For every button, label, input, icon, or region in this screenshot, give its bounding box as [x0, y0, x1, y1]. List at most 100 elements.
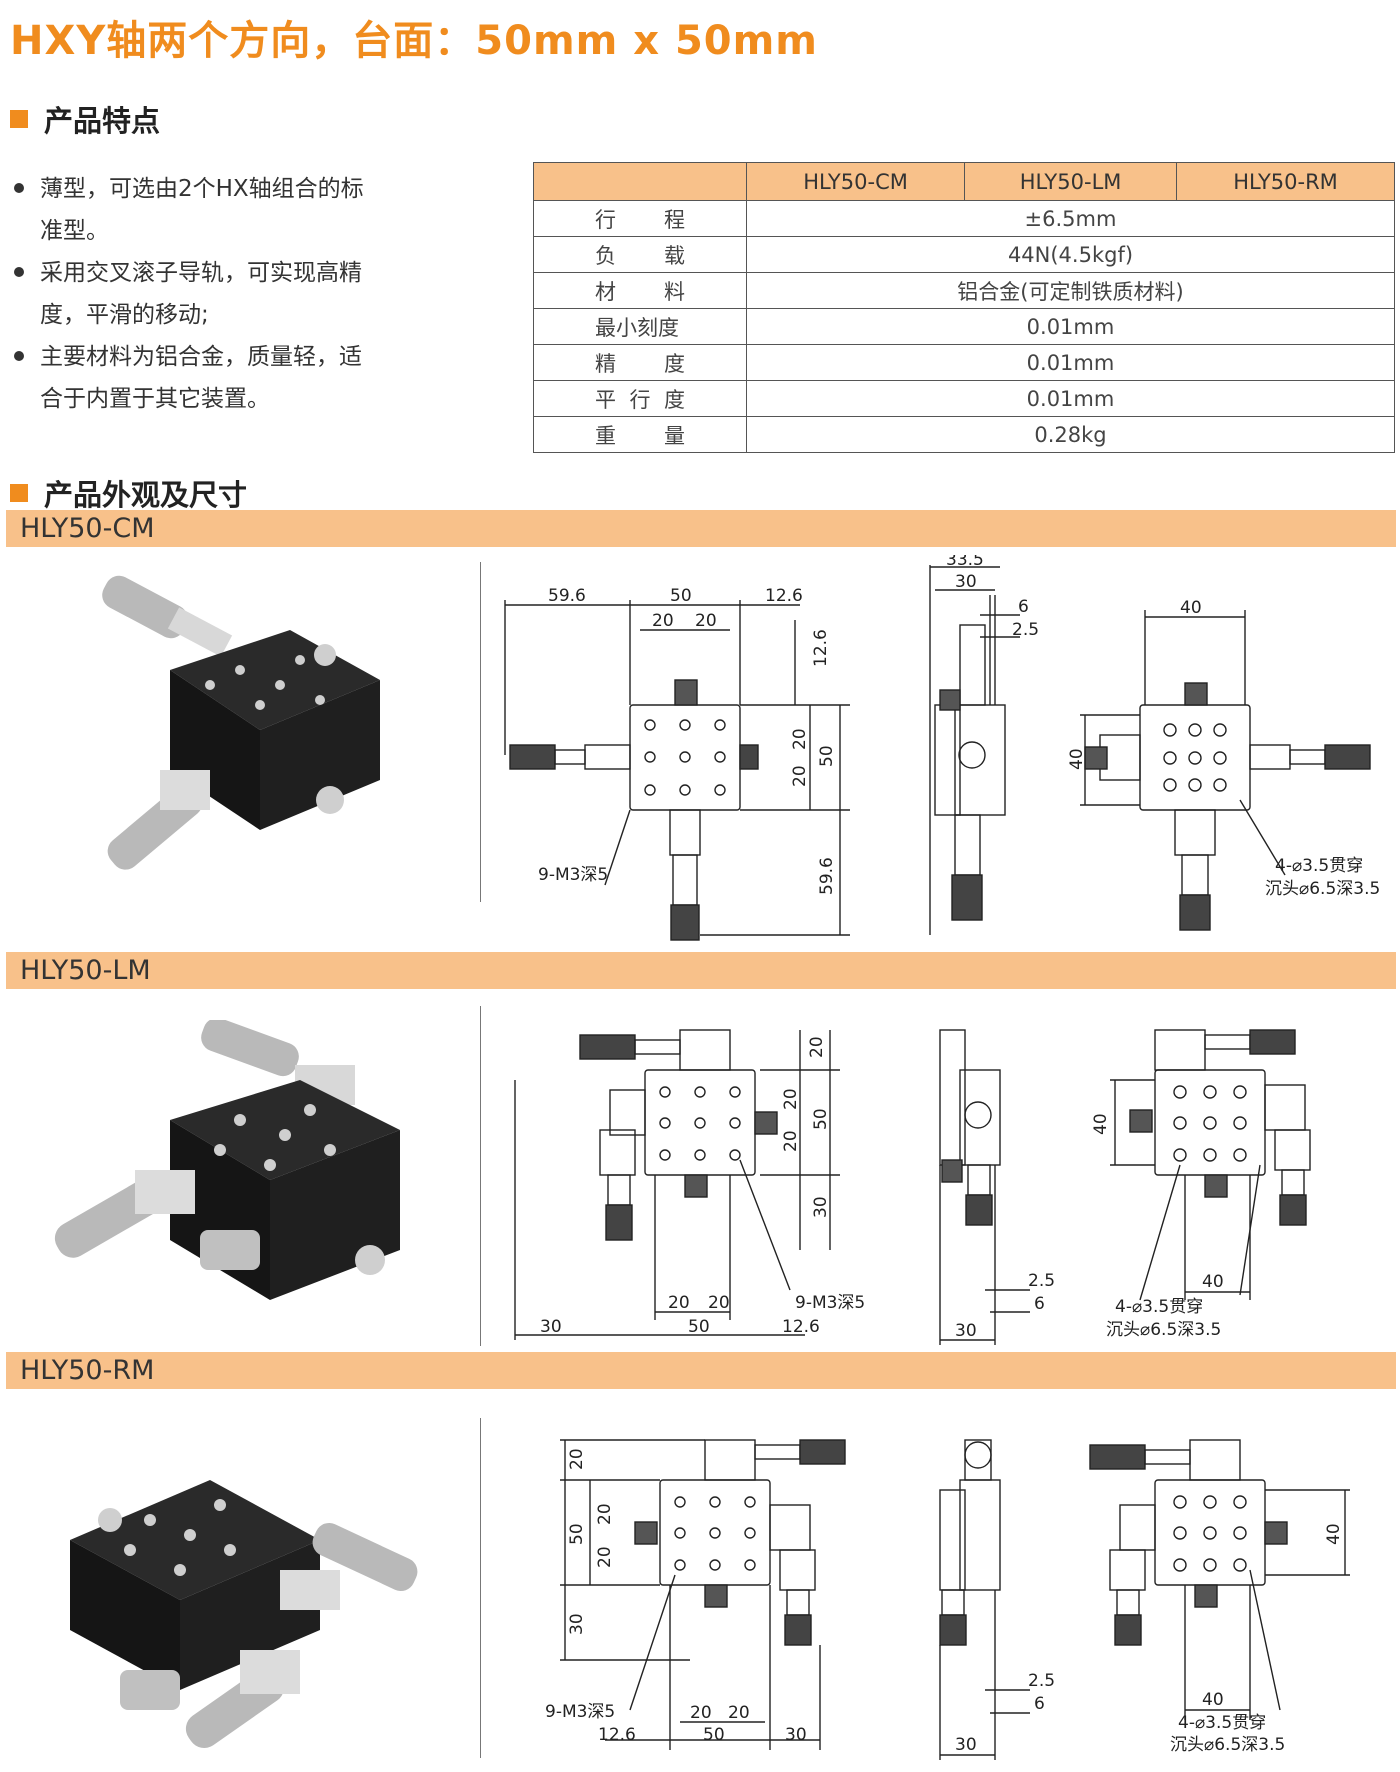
- svg-text:6: 6: [1034, 1694, 1045, 1714]
- svg-text:20: 20: [781, 1088, 801, 1110]
- micrometer-icon: [605, 1174, 633, 1241]
- feature-line: 准型。: [40, 218, 109, 244]
- micrometer-icon: [1114, 1589, 1142, 1646]
- micrometer-icon: [1089, 1444, 1191, 1470]
- svg-text:50: 50: [688, 1317, 710, 1337]
- svg-text:40: 40: [1202, 1690, 1224, 1710]
- spec-table: HLY50-CM HLY50-LM HLY50-RM 行程 ±6.5mm 负载 …: [533, 162, 1395, 453]
- heading-square-icon: [10, 110, 28, 128]
- micrometer-icon: [1204, 1029, 1296, 1055]
- svg-text:30: 30: [955, 572, 977, 592]
- feature-item: 薄型，可选由2个HX轴组合的标 准型。: [12, 168, 422, 252]
- micrometer-icon: [509, 744, 586, 770]
- product-photo-rm: [70, 1480, 418, 1749]
- drawing-lm: 20 20 50 20 30 20 20 9-M3深5 30 50 12.6 2…: [514, 1029, 1311, 1345]
- drawing-rm: 20 20 50 20 30 9-M3深5 20 20 12.6 50 30 2…: [545, 1439, 1350, 1760]
- features-list: 薄型，可选由2个HX轴组合的标 准型。 采用交叉滚子导轨，可实现高精 度，平滑的…: [12, 168, 422, 420]
- svg-text:4-⌀3.5贯穿: 4-⌀3.5贯穿: [1178, 1713, 1266, 1733]
- header-model: HLY50-RM: [1176, 162, 1395, 201]
- model-band-cm: HLY50-CM: [6, 510, 1396, 547]
- row-value: 0.01mm: [746, 344, 1395, 381]
- row-label: 重量: [533, 416, 747, 453]
- bullet-icon: [14, 351, 24, 361]
- dims-heading-label: 产品外观及尺寸: [44, 478, 248, 512]
- svg-text:40: 40: [1091, 1113, 1111, 1135]
- svg-text:20: 20: [595, 1546, 615, 1568]
- svg-text:20: 20: [708, 1293, 730, 1313]
- thumbscrew-icon: [1204, 1174, 1228, 1198]
- svg-text:20: 20: [807, 1036, 827, 1058]
- micrometer-icon: [951, 814, 983, 921]
- svg-text:2.5: 2.5: [1028, 1271, 1055, 1291]
- svg-text:30: 30: [540, 1317, 562, 1337]
- svg-text:12.6: 12.6: [782, 1317, 820, 1337]
- svg-text:沉头⌀6.5深3.5: 沉头⌀6.5深3.5: [1170, 1735, 1285, 1755]
- table-row: 负载 44N(4.5kgf): [533, 236, 1395, 273]
- svg-text:20: 20: [668, 1293, 690, 1313]
- feature-item: 主要材料为铝合金，质量轻，适 合于内置于其它装置。: [12, 336, 422, 420]
- micrometer-icon: [939, 1589, 967, 1646]
- svg-text:30: 30: [955, 1321, 977, 1341]
- thumbscrew-icon: [684, 1174, 708, 1198]
- svg-text:20: 20: [695, 611, 717, 631]
- micrometer-icon: [54, 1170, 195, 1258]
- micrometer-icon: [280, 1522, 418, 1610]
- row-value: 0.01mm: [746, 380, 1395, 417]
- svg-text:20: 20: [790, 728, 810, 750]
- thumbscrew-icon: [1184, 682, 1208, 706]
- micrometer-icon: [579, 1034, 681, 1060]
- row-value: 0.28kg: [746, 416, 1395, 453]
- table-row: 重量 0.28kg: [533, 416, 1395, 453]
- svg-text:40: 40: [1067, 748, 1087, 770]
- micrometer-icon: [107, 770, 210, 870]
- svg-text:沉头⌀6.5深3.5: 沉头⌀6.5深3.5: [1265, 879, 1380, 899]
- feature-line: 度，平滑的移动;: [40, 302, 209, 328]
- micrometer-icon: [784, 1589, 812, 1646]
- svg-text:沉头⌀6.5深3.5: 沉头⌀6.5深3.5: [1106, 1320, 1221, 1340]
- svg-text:4-⌀3.5贯穿: 4-⌀3.5贯穿: [1115, 1297, 1203, 1317]
- table-row: 精度 0.01mm: [533, 344, 1395, 381]
- header-model: HLY50-CM: [745, 162, 966, 201]
- product-photo-lm: [54, 1020, 400, 1300]
- svg-text:20: 20: [728, 1703, 750, 1723]
- svg-text:20: 20: [781, 1130, 801, 1152]
- row-label: 行程: [533, 200, 747, 237]
- row-label: 负载: [533, 236, 747, 273]
- thumbscrew-icon: [1194, 1584, 1218, 1608]
- svg-text:59.6: 59.6: [548, 586, 586, 606]
- heading-square-icon: [10, 484, 28, 502]
- svg-text:40: 40: [1324, 1523, 1344, 1545]
- thumbscrew-icon: [1129, 1109, 1153, 1133]
- row-label: 材料: [533, 272, 747, 309]
- svg-text:33.5: 33.5: [946, 555, 984, 570]
- svg-text:12.6: 12.6: [811, 629, 831, 667]
- svg-text:50: 50: [817, 745, 837, 767]
- thumbscrew-icon: [941, 1159, 963, 1183]
- bullet-icon: [14, 267, 24, 277]
- svg-text:2.5: 2.5: [1012, 620, 1039, 640]
- svg-text:2.5: 2.5: [1028, 1671, 1055, 1691]
- table-row: 最小刻度 0.01mm: [533, 308, 1395, 345]
- drawing-cm: 59.6 50 12.6 20 20 12.6 20 50 20 59.6 9-…: [504, 555, 1380, 941]
- feature-item: 采用交叉滚子导轨，可实现高精 度，平滑的移动;: [12, 252, 422, 336]
- svg-text:6: 6: [1034, 1294, 1045, 1314]
- header-model: HLY50-LM: [964, 162, 1178, 201]
- features-heading: 产品特点: [10, 98, 160, 140]
- feature-line: 主要材料为铝合金，质量轻，适: [40, 344, 362, 370]
- micrometer-icon: [1179, 854, 1211, 931]
- micrometer-icon: [754, 1439, 846, 1465]
- product-photo-cm: [102, 575, 380, 870]
- svg-text:50: 50: [567, 1523, 587, 1545]
- svg-text:30: 30: [955, 1735, 977, 1755]
- svg-text:6: 6: [1018, 597, 1029, 617]
- svg-text:12.6: 12.6: [598, 1725, 636, 1745]
- micrometer-icon: [102, 575, 233, 657]
- svg-text:50: 50: [703, 1725, 725, 1745]
- dims-heading: 产品外观及尺寸: [10, 472, 247, 514]
- features-heading-label: 产品特点: [44, 104, 161, 138]
- svg-text:40: 40: [1202, 1272, 1224, 1292]
- svg-text:59.6: 59.6: [817, 857, 837, 895]
- svg-text:4-⌀3.5贯穿: 4-⌀3.5贯穿: [1275, 856, 1363, 876]
- svg-text:12.6: 12.6: [765, 586, 803, 606]
- micrometer-icon: [670, 854, 700, 941]
